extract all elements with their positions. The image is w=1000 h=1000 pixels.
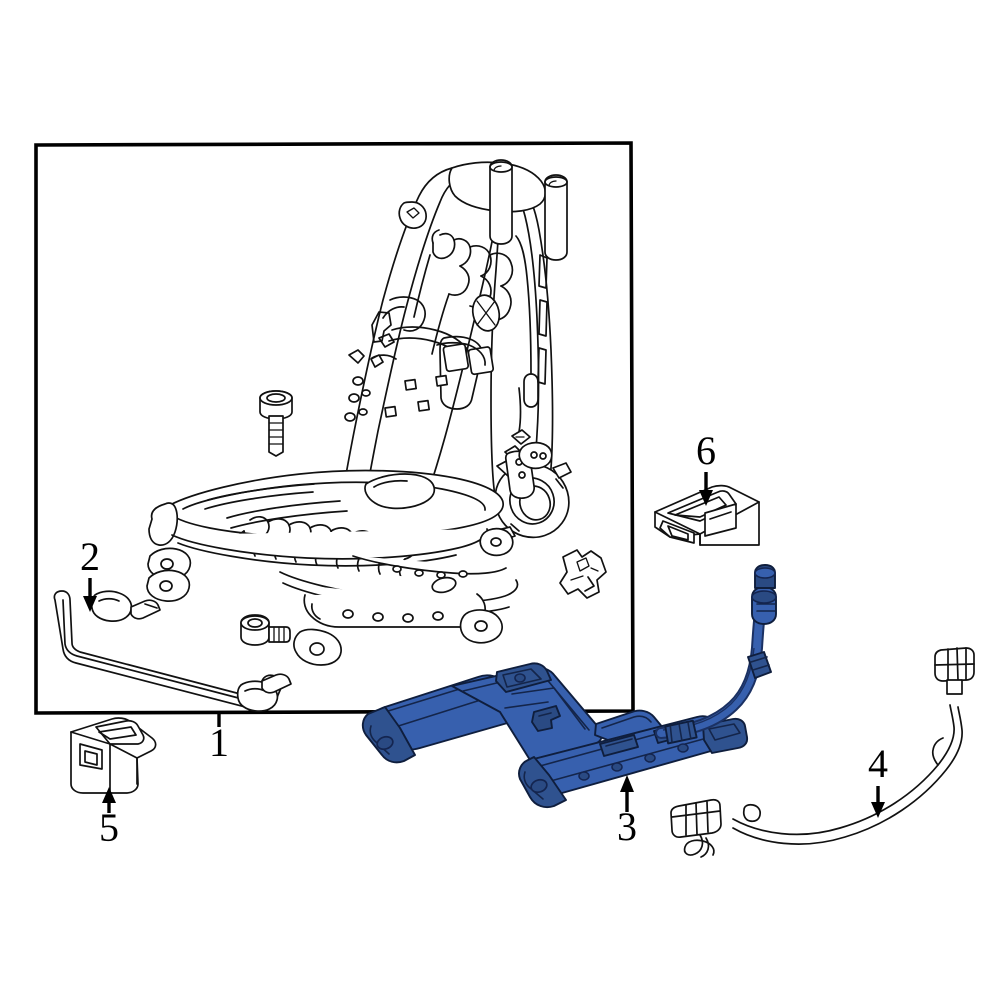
callout-5-label: 5 [99,805,119,850]
seat-back-access-hole [471,294,501,332]
mounting-bolt-lower [240,614,291,646]
callout-3-arrow [620,775,634,812]
headrest-guide-post-left [489,159,513,245]
callout-2-label: 2 [80,534,100,579]
callout-5-arrow [102,787,116,813]
headrest-guide-post-right [544,174,568,261]
callout-1-label: 1 [209,720,229,765]
seat-back-lower-cutouts [436,335,495,410]
mounting-bolt-upper [259,390,293,457]
wire-harness [670,647,975,858]
seat-rail-cover-trim [654,484,760,546]
small-bracket-clip [559,549,607,599]
callout-6-label: 6 [696,428,716,473]
harness-mid-clip [742,803,762,823]
seat-back-frame [335,159,568,548]
track-end-trim-cap [70,717,157,794]
harness-connector-left [670,798,722,858]
callout-4-label: 4 [868,741,888,786]
callout-3-label: 3 [617,804,637,849]
harness-connector-right [934,647,975,695]
callout-2-arrow [83,578,97,612]
callout-arrows-group: 1 2 3 4 5 6 [80,428,888,850]
recliner-hub [494,457,572,541]
callout-4-arrow [871,786,885,818]
callout-6-arrow [699,472,713,506]
seat-cushion-frame-pan [146,441,553,666]
track-release-cable [655,564,777,745]
